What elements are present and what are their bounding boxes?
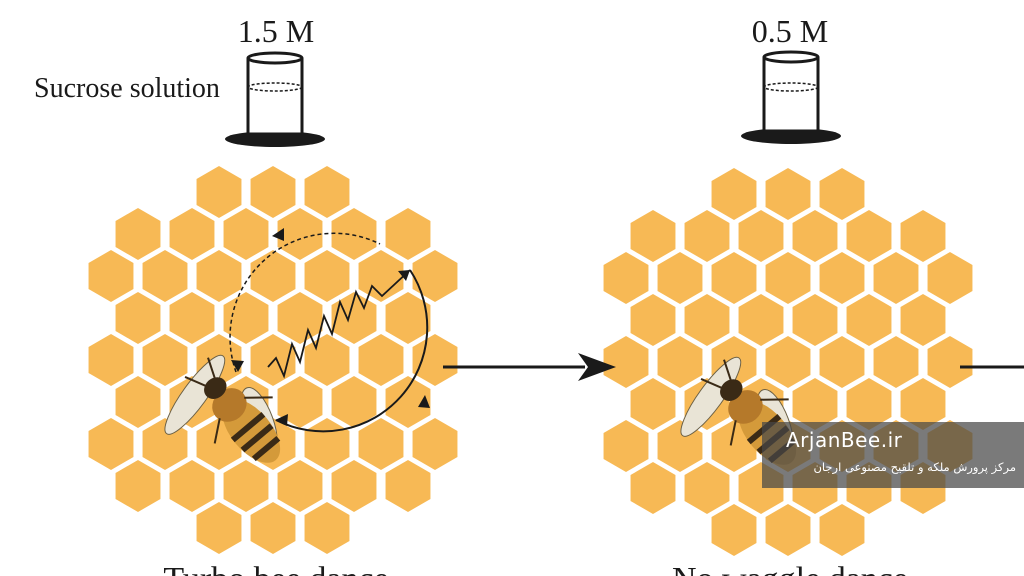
concentration-left-label: 1.5 M (238, 13, 314, 49)
comb-cell (708, 499, 760, 561)
transition-arrow-icon (443, 353, 616, 381)
sucrose-solution-label: Sucrose solution (34, 73, 220, 104)
comb-cell (247, 497, 299, 559)
honeycomb-left (85, 161, 461, 559)
comb-cell (382, 455, 434, 517)
honeycomb-right (600, 163, 976, 561)
watermark-subtitle: مرکز پرورش ملکه و تلقیح مصنوعی ارجان (813, 460, 1016, 474)
caption-left: Turbo bee dance (163, 561, 388, 576)
waggle-dance-path (229, 228, 430, 433)
comb-cell (816, 499, 868, 561)
comb-cell (193, 497, 245, 559)
watermark-banner: ArjanBee.ir مرکز پرورش ملکه و تلقیح مصنو… (762, 422, 1024, 488)
feeder-right-icon (741, 50, 841, 144)
comb-cell (627, 457, 679, 519)
feeder-left-icon (225, 51, 325, 147)
comb-cell (112, 455, 164, 517)
bee-left-icon (164, 354, 281, 463)
caption-right: No waggle dance (672, 561, 908, 576)
comb-cell (762, 499, 814, 561)
comb-cell (301, 497, 353, 559)
watermark-title: ArjanBee.ir (786, 428, 903, 452)
concentration-right-label: 0.5 M (752, 13, 828, 49)
